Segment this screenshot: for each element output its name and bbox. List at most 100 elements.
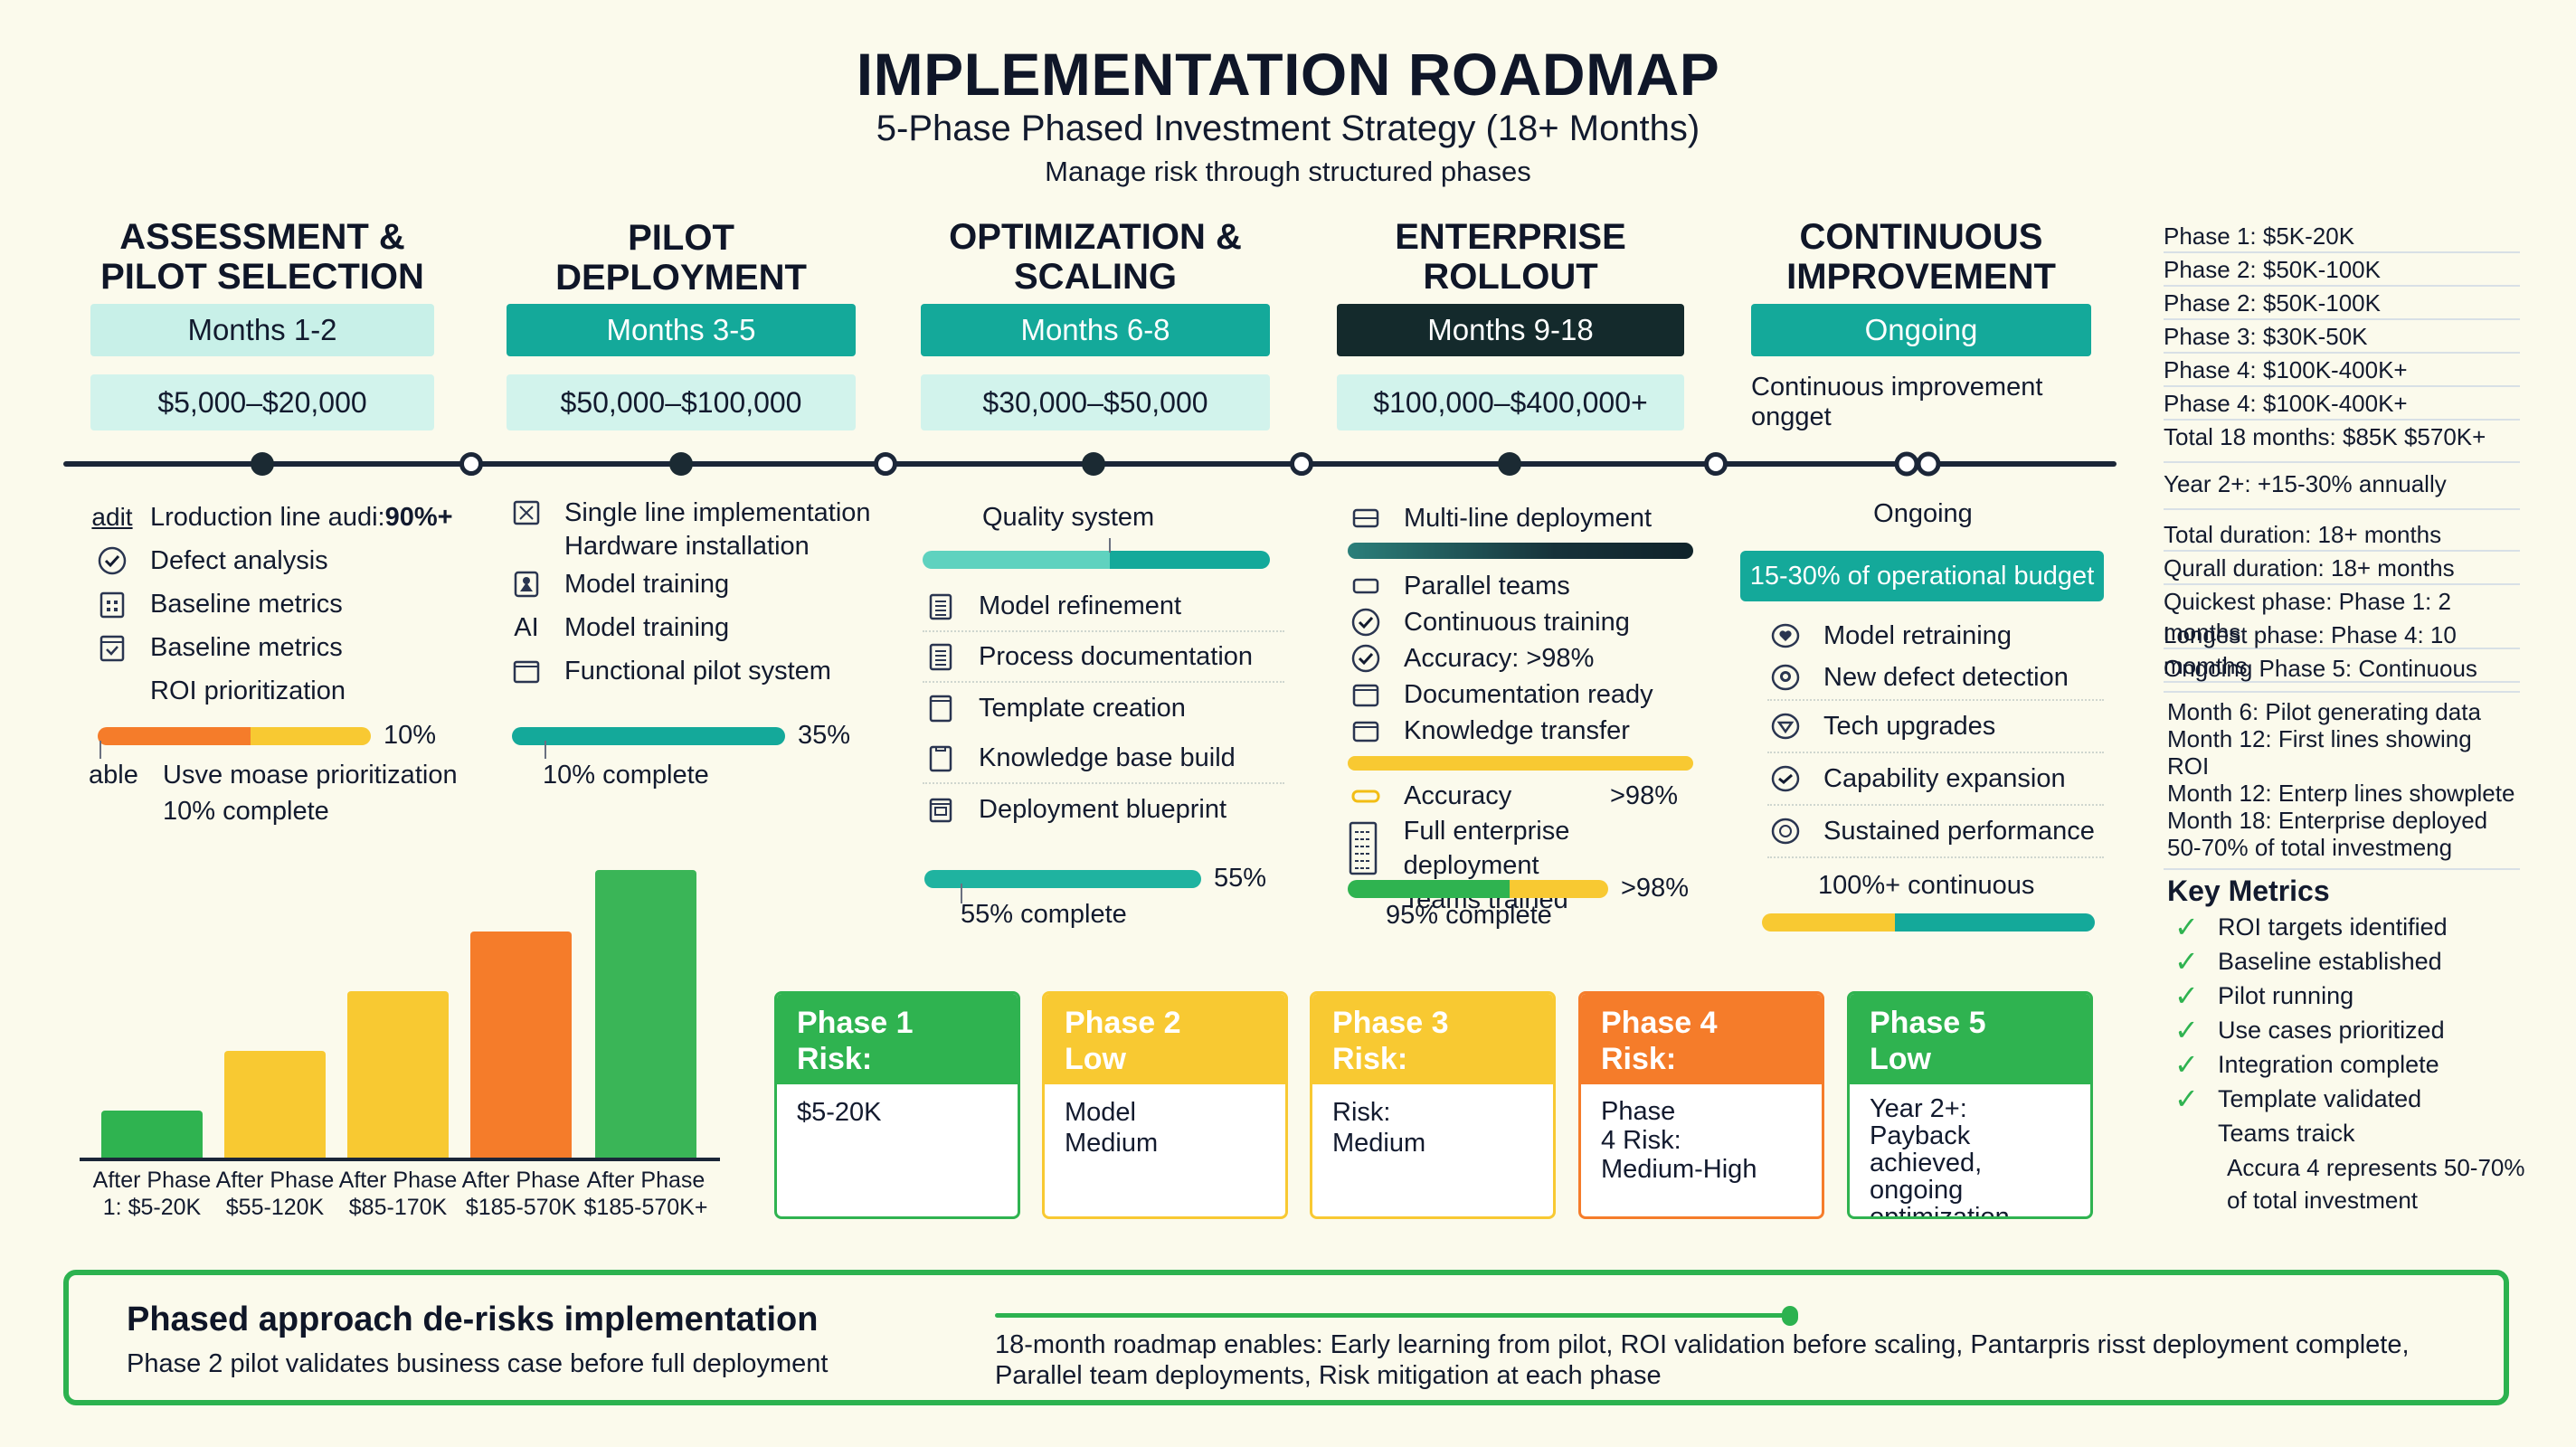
user-badge-icon — [508, 568, 545, 601]
phase-1-complete-label: 10% complete — [163, 797, 329, 826]
risk-card-title: Phase 2 — [1065, 1006, 1181, 1040]
phase-1-progress: 10% able Usve moase prioritization 10% c… — [89, 721, 568, 826]
risk-card-text: optimization — [1870, 1203, 2010, 1219]
green-check-icon: ✓ — [2174, 945, 2199, 978]
key-metric-note: of total investment — [2227, 1187, 2418, 1214]
checklist-icon — [1348, 818, 1384, 917]
list-item: Parallel teams — [1348, 568, 1709, 604]
phase-1-months: Months 1-2 — [90, 304, 434, 356]
item-value: 90%+ — [384, 502, 453, 532]
phase-5-months: Ongoing — [1751, 304, 2091, 356]
phase-4-progress-pct: >98% — [1621, 874, 1689, 903]
sidebar-year2-line: Year 2+: +15-30% annually — [2164, 468, 2520, 510]
list-item: adit Lroduction line audi: 90%+ — [91, 496, 474, 539]
phase-5-list: Ongoing 15-30% of operational budget Mod… — [1740, 499, 2104, 932]
risk-card-text: Medium — [1065, 1129, 1159, 1158]
risk-card-level: Risk: — [1601, 1042, 1677, 1076]
item-label: Full enterprise deployment — [1403, 817, 1570, 880]
item-label: Baseline metrics — [150, 589, 343, 619]
risk-card-text: Medium-High — [1601, 1155, 1757, 1184]
item-label: Parallel teams — [1404, 571, 1570, 601]
list-item: Knowledge base build — [923, 733, 1284, 784]
phase-1-cost: $5,000–$20,000 — [90, 374, 434, 430]
list-item: Template creation — [923, 683, 1284, 733]
sidebar-duration-line: Quickest phase: Phase 1: 2 months — [2164, 586, 2520, 649]
item-label: Tech upgrades — [1823, 711, 1996, 741]
risk-card-text: Risk: — [1332, 1098, 1391, 1127]
key-metric-item: ✓ROI targets identified — [2167, 910, 2547, 944]
sidebar-cost-line: Phase 1: $5K-20K — [2164, 221, 2520, 253]
check-circle-icon — [1348, 642, 1384, 675]
item-label: Process documentation — [979, 641, 1254, 671]
phase-5-ongoing-label: Ongoing — [1873, 499, 1973, 528]
phase-1-note-prefix: able — [89, 761, 138, 790]
item-label: Functional pilot system — [564, 656, 831, 686]
template-icon — [923, 692, 959, 724]
risk-card-text: Medium — [1332, 1129, 1426, 1158]
phase-5-title: CONTINUOUS IMPROVEMENT — [1751, 217, 2091, 298]
check-circle-icon — [1767, 762, 1804, 795]
target-icon — [1767, 661, 1804, 694]
key-metric-label: Integration complete — [2218, 1050, 2439, 1078]
key-metric-note: Teams traick — [2218, 1120, 2355, 1147]
item-label: Accuracy: >98% — [1404, 643, 1595, 673]
timeline-node-divider-1 — [459, 452, 483, 476]
phase-2-progress-pct: 35% — [798, 721, 851, 750]
risk-card-text: $5-20K — [797, 1098, 882, 1127]
chart-x-label-line1: After Phase — [461, 1168, 581, 1193]
phase-4-deployment-bar — [1348, 543, 1693, 559]
phase-3-progress: 55% 55% complete — [924, 864, 1304, 929]
chart-bar-4 — [470, 932, 572, 1158]
item-label: Baseline metrics — [150, 632, 343, 662]
chart-plot-area — [80, 850, 722, 1158]
risk-card-title: Phase 3 — [1332, 1006, 1449, 1040]
phase-4-months: Months 9-18 — [1337, 304, 1684, 356]
sidebar-duration-line: Longest phase: Phase 4: 10 momths — [2164, 619, 2520, 683]
timeline-node-phase-3 — [1082, 452, 1105, 476]
risk-card-title: Phase 5 — [1870, 1006, 1986, 1040]
banner-subheading: Phase 2 pilot validates business case be… — [127, 1349, 829, 1378]
item-label: Template creation — [979, 693, 1186, 723]
audit-icon: adit — [91, 503, 133, 531]
item-label: Sustained performance — [1823, 816, 2095, 846]
item-label: Model retraining — [1823, 620, 2012, 650]
server-icon — [1348, 502, 1384, 534]
sidebar-cost-line: Phase 4: $100K-400K+ — [2164, 388, 2520, 421]
timeline-node-phase-1 — [251, 452, 274, 476]
key-metric-item: ✓Integration complete — [2167, 1047, 2547, 1082]
sidebar-duration-line: Total duration: 18+ months — [2164, 519, 2520, 552]
list-item: ROI prioritization — [94, 669, 474, 713]
checkbox-icon — [94, 631, 130, 664]
chart-bar-5 — [595, 870, 696, 1158]
phase-1-title: ASSESSMENT & PILOT SELECTION — [90, 217, 434, 298]
timeline-node-phase-4 — [1498, 452, 1521, 476]
chart-bar-3 — [347, 991, 449, 1158]
list-item: Baseline metrics — [94, 582, 474, 626]
phase-3-header: OPTIMIZATION & SCALING Months 6-8 $30,00… — [921, 217, 1270, 430]
list-item: Multi-line deployment — [1348, 499, 1709, 537]
sidebar-cost-line: Phase 3: $30K-50K — [2164, 321, 2520, 354]
item-label: Documentation ready — [1404, 679, 1653, 709]
risk-card-body: Risk:Medium — [1312, 1084, 1553, 1171]
folder-icon — [1348, 678, 1384, 711]
green-check-icon: ✓ — [2174, 1014, 2199, 1046]
item-label: Knowledge transfer — [1404, 715, 1630, 745]
phase-4-title: ENTERPRISE ROLLOUT — [1337, 217, 1684, 298]
summary-banner: Phased approach de-risks implementation … — [63, 1270, 2509, 1405]
phase-4-cost: $100,000–$400,000+ — [1337, 374, 1684, 430]
timeline-node-divider-3 — [1290, 452, 1313, 476]
sidebar-milestone: Month 12: First lines showing ROI — [2167, 725, 2472, 780]
item-label: Lroduction line audi: — [150, 502, 385, 532]
risk-card-text: Year 2+: — [1870, 1094, 1967, 1123]
list-item: New defect detection — [1767, 656, 2104, 701]
cross-box-icon — [508, 497, 545, 529]
list-item: Knowledge transfer — [1348, 713, 1709, 749]
phase-3-progress-pct: 55% — [1214, 864, 1267, 893]
grid-calendar-icon — [94, 588, 130, 620]
list-item: Capability expansion — [1767, 753, 2104, 806]
sidebar-duration-line: Qurall duration: 18+ months — [2164, 553, 2520, 585]
phase-3-cost: $30,000–$50,000 — [921, 374, 1270, 430]
chart-x-label: After Phase$55-120K — [204, 1167, 346, 1221]
